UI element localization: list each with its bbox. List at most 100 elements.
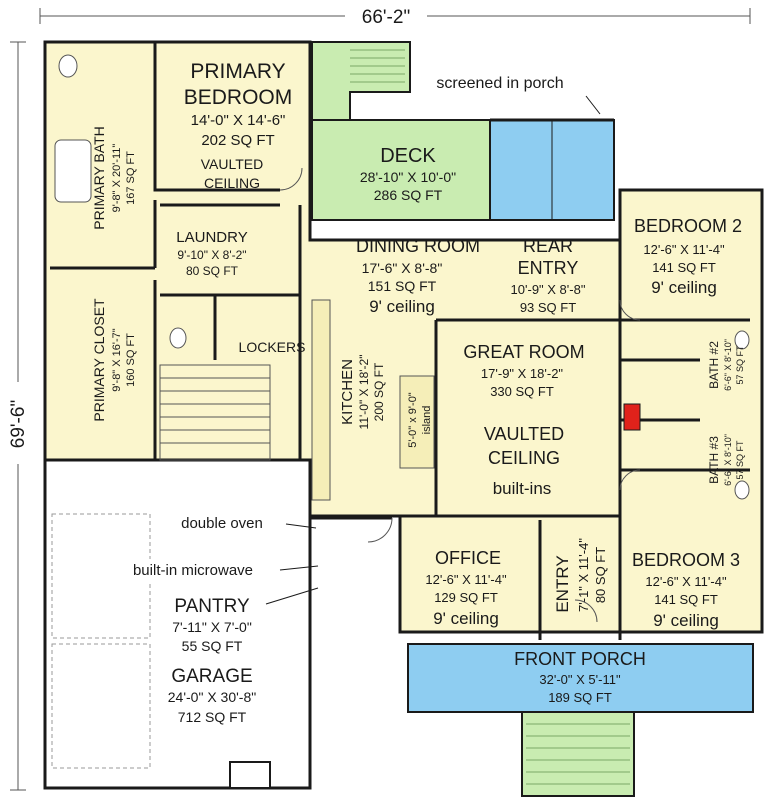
room-bath2: BATH #2 6'-6" X 8'-10" 57 SQ FT [707,339,745,391]
island-size: 5'-0" x 9'-0" [407,392,419,448]
bedroom2-size: 12'-6" X 11'-4" [643,242,725,257]
room-office: OFFICE 12'-6" X 11'-4" 129 SQ FT 9' ceil… [425,548,507,628]
interior-walls [50,42,750,640]
primary-bedroom-name-2: BEDROOM [184,86,293,109]
room-dining: DINING ROOM 17'-6" X 8'-8" 151 SQ FT 9' … [356,236,480,316]
deck-stair-treads [350,49,405,83]
great-room-note-1: VAULTED [484,424,564,444]
bedroom2-note: 9' ceiling [651,278,717,297]
microwave-label: built-in microwave [133,562,253,579]
room-bedroom2: BEDROOM 2 12'-6" X 11'-4" 141 SQ FT 9' c… [634,216,742,297]
primary-closet-size: 9'-8" X 16'-7" [111,328,123,391]
laundry-name: LAUNDRY [176,229,247,246]
garage-area: 712 SQ FT [178,709,247,725]
kitchen-name: KITCHEN [339,359,356,425]
bedroom3-size: 12'-6" X 11'-4" [645,574,727,589]
room-deck: DECK 28'-10" X 10'-0" 286 SQ FT [360,145,456,203]
overall-width-dimension: 66'-2" [39,3,751,28]
primary-bath-name: PRIMARY BATH [91,126,107,229]
entry-area: 80 SQ FT [593,547,608,603]
garage-size: 24'-0" X 30'-8" [168,689,256,705]
deck-stairs [311,41,411,121]
great-room-note-2: CEILING [488,448,560,468]
bath3-size: 6'-6" X 8'-10" [723,434,733,486]
dining-area: 151 SQ FT [368,278,437,294]
double-oven-label: double oven [181,515,263,532]
room-laundry: LAUNDRY 9'-10" X 8'-2" 80 SQ FT [176,229,247,278]
primary-closet-area: 160 SQ FT [125,333,137,387]
bedroom3-area: 141 SQ FT [654,592,718,607]
primary-bath-size: 9'-8" X 20'-11" [111,144,123,213]
front-porch-area: 189 SQ FT [548,690,612,705]
bath3-name: BATH #3 [707,436,721,484]
primary-closet-name: PRIMARY CLOSET [91,298,107,422]
garage-door-bump [229,761,271,789]
laundry-toilet [169,327,187,349]
deck-size: 28'-10" X 10'-0" [360,169,456,185]
room-bedroom3: BEDROOM 3 12'-6" X 11'-4" 141 SQ FT 9' c… [632,550,740,630]
garage-name: GARAGE [171,666,252,687]
great-room-note-3: built-ins [493,479,552,498]
bedroom3-name: BEDROOM 3 [632,550,740,570]
primary-bath-tub [54,139,92,203]
primary-bedroom-note-2: CEILING [204,175,260,191]
island-label: island [421,406,433,435]
door-swings [279,167,641,623]
callout-double-oven: double oven [160,512,317,534]
room-primary-closet: PRIMARY CLOSET 9'-8" X 16'-7" 160 SQ FT [91,298,137,422]
front-stair-treads [526,723,630,785]
fireplace [623,403,641,431]
room-screened-porch: screened in porch [436,75,601,115]
pantry-area: 55 SQ FT [182,638,243,654]
primary-bedroom-area: 202 SQ FT [201,132,274,149]
kitchen-counter [311,299,331,501]
bath3-area: 57 SQ FT [735,440,745,480]
rear-entry-area: 93 SQ FT [520,300,576,315]
dining-size: 17'-6" X 8'-8" [362,260,443,276]
interior-stairs [159,364,271,461]
dining-name: DINING ROOM [356,236,480,256]
primary-bedroom-note-1: VAULTED [201,156,264,172]
bedroom2-area: 141 SQ FT [652,260,716,275]
bath2-size: 6'-6" X 8'-10" [723,339,733,391]
room-great-room: GREAT ROOM 17'-9" X 18'-2" 330 SQ FT VAU… [463,342,584,498]
rear-entry-name-1: REAR [523,236,573,256]
primary-bedroom-size: 14'-0" X 14'-6" [191,112,286,129]
garage-parking-bay-2 [51,643,151,769]
deck-name: DECK [380,145,436,167]
lockers-label: LOCKERS [239,339,306,355]
rear-entry-name-2: ENTRY [518,258,579,278]
office-name: OFFICE [435,548,501,568]
front-porch-stairs [521,711,635,797]
office-note: 9' ceiling [433,609,499,628]
overall-depth-dimension: 69'-6" [4,41,32,791]
primary-bath-area: 167 SQ FT [125,151,137,205]
pantry-name: PANTRY [174,596,250,617]
room-front-porch: FRONT PORCH 32'-0" X 5'-11" 189 SQ FT [514,649,646,705]
kitchen-island [399,375,435,469]
room-primary-bedroom: PRIMARY BEDROOM 14'-0" X 14'-6" 202 SQ F… [184,60,293,191]
room-garage: GARAGE 24'-0" X 30'-8" 712 SQ FT [168,666,256,725]
room-rear-entry: REAR ENTRY 10'-9" X 8'-8" 93 SQ FT [511,236,586,315]
great-room-area: 330 SQ FT [490,384,554,399]
kitchen-size: 11'-0" X 18'-2" [357,355,371,430]
kitchen-area: 200 SQ FT [372,362,386,421]
garage-parking-bay-1 [51,513,151,639]
office-area: 129 SQ FT [434,590,498,605]
room-bath3: BATH #3 6'-6" X 8'-10" 57 SQ FT [707,434,745,486]
great-room-name: GREAT ROOM [463,342,584,362]
rear-entry-size: 10'-9" X 8'-8" [511,282,586,297]
pantry-size: 7'-11" X 7'-0" [172,619,252,635]
bath2-toilet [734,330,750,350]
primary-bath-toilet [58,54,78,78]
deck-area-label: 286 SQ FT [374,187,443,203]
room-primary-bath: PRIMARY BATH 9'-8" X 20'-11" 167 SQ FT [91,126,137,229]
screened-porch-label: screened in porch [436,75,563,92]
room-entry: ENTRY 7'-1" X 11'-4" 80 SQ FT [553,538,608,613]
dining-note: 9' ceiling [369,297,435,316]
bath3-toilet [734,480,750,500]
bath2-name: BATH #2 [707,341,721,389]
bath2-area: 57 SQ FT [735,345,745,385]
overall-width-label: 66'-2" [362,7,410,28]
laundry-area: 80 SQ FT [186,264,239,278]
